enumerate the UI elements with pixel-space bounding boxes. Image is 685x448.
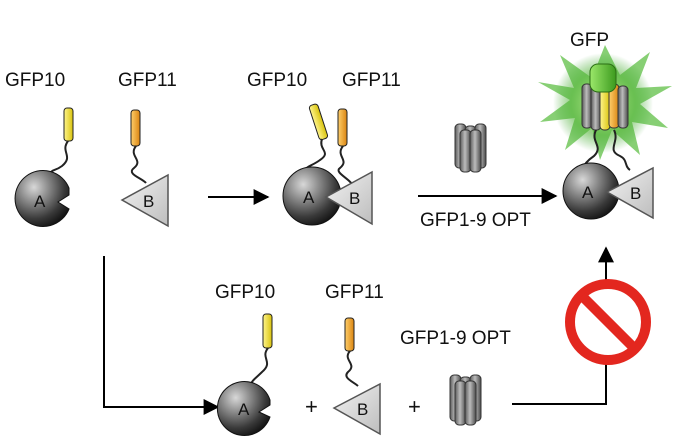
protein-a-letter-final: A [582, 183, 594, 202]
gfp-barrel-final [581, 63, 629, 131]
gfp11-label-complex: GFP11 [342, 70, 401, 91]
linker-b-complex [337, 145, 353, 185]
gfp11-label-top-left: GFP11 [118, 70, 177, 91]
linker-a-top-left [48, 140, 69, 177]
arrow-no-interaction [103, 256, 220, 415]
gfp10-tag-bottom [262, 313, 273, 349]
protein-b-final: B [605, 166, 654, 220]
gfp1-9-barrel-top [454, 123, 487, 173]
linker-a-bottom [249, 347, 269, 387]
protein-b-letter-complex: B [349, 189, 360, 208]
gfp10-label-top-left: GFP10 [5, 70, 65, 91]
gfp1-9-opt-label-bottom: GFP1-9 OPT [400, 328, 511, 349]
gfp-label-final: GFP [570, 30, 609, 51]
protein-b-bottom: B [332, 382, 381, 436]
protein-b-letter: B [143, 192, 154, 211]
protein-b-letter-bottom: B [357, 400, 368, 419]
protein-a-letter-complex: A [303, 188, 315, 207]
gfp10-label-complex: GFP10 [247, 70, 307, 91]
linker-b-final [612, 129, 631, 171]
gfp10-label-bottom: GFP10 [215, 282, 275, 303]
protein-b-letter-final: B [630, 184, 641, 203]
plus-sign-2: + [408, 394, 421, 419]
protein-b-top-left: B [120, 173, 169, 228]
linker-b-bottom [345, 350, 359, 387]
gfp1-9-opt-label-top: GFP1-9 OPT [420, 210, 531, 231]
protein-a-bottom: A [216, 381, 271, 436]
protein-a-letter: A [34, 192, 46, 211]
protein-a-top-left: A [14, 170, 70, 227]
protein-a-final: A [562, 162, 620, 220]
gfp1-9-barrel-bottom [449, 374, 482, 426]
gfp11-tag-top-left [130, 109, 141, 147]
prohibition-icon [565, 279, 651, 365]
gfp10-tag-complex [308, 103, 329, 141]
linker-b-top-left [130, 145, 147, 184]
gfp10-tag-top-left [63, 107, 74, 142]
gfp11-tag-bottom [344, 317, 355, 352]
protein-a-letter-bottom: A [238, 400, 250, 419]
plus-sign-1: + [305, 394, 318, 419]
protein-b-complex: B [324, 170, 373, 226]
gfp11-tag-complex [337, 108, 348, 147]
gfp11-label-bottom: GFP11 [325, 282, 384, 303]
